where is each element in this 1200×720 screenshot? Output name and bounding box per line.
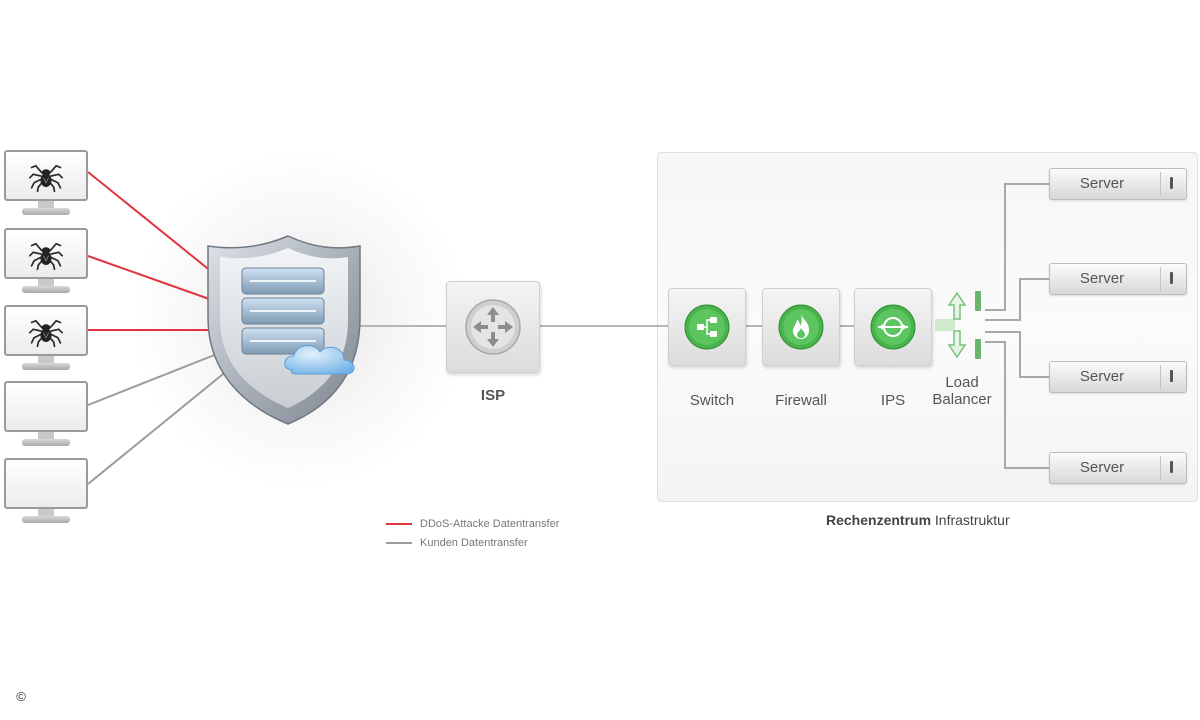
server-line-1: [985, 183, 1049, 311]
server-indicator: [1170, 272, 1173, 284]
server-indicator: [1170, 177, 1173, 189]
server-unit: Server: [1049, 361, 1187, 393]
attack-line-2: [87, 255, 213, 301]
attacker-computer: [4, 305, 88, 375]
customer-computer: [4, 381, 88, 451]
monitor-neck: [38, 279, 54, 287]
switch-icon: [684, 304, 730, 350]
spider-icon: [29, 242, 63, 270]
server-label: Server: [1079, 459, 1125, 476]
isp-router: [446, 281, 540, 373]
legend-label-attack: DDoS-Attacke Datentransfer: [420, 517, 560, 530]
server-slot: [1160, 456, 1182, 480]
server-slot: [1160, 172, 1182, 196]
switch-device: [668, 288, 746, 366]
server-slot: [1160, 267, 1182, 291]
monitor-base: [22, 363, 70, 370]
monitor-base: [22, 286, 70, 293]
attacker-computer: [4, 228, 88, 298]
ips-label: IPS: [880, 392, 906, 409]
server-unit: Server: [1049, 168, 1187, 200]
monitor-base: [22, 439, 70, 446]
ips-icon: [870, 304, 916, 350]
monitor-neck: [38, 356, 54, 364]
firewall-label: Firewall: [775, 392, 827, 409]
datacenter-caption-normal: Infrastruktur: [934, 512, 1010, 528]
monitor-screen: [4, 228, 88, 279]
router-icon: [465, 299, 521, 355]
spider-icon: [29, 319, 63, 347]
monitor-screen: [4, 458, 88, 509]
attack-line-1: [87, 171, 213, 273]
flame-icon: [778, 304, 824, 350]
load-balancer-label: Load Balancer: [920, 374, 1004, 408]
customer-line-1: [87, 351, 223, 406]
switch-label: Switch: [689, 392, 735, 409]
server-slot: [1160, 365, 1182, 389]
server-indicator: [1170, 461, 1173, 473]
load-balancer-label-line2: Balancer: [932, 391, 992, 408]
spider-icon: [29, 164, 63, 192]
firewall-device: [762, 288, 840, 366]
server-label: Server: [1079, 368, 1125, 385]
copyright-mark: ©: [16, 689, 26, 704]
server-unit: Server: [1049, 263, 1187, 295]
legend-item-attack: DDoS-Attacke Datentransfer: [386, 514, 559, 533]
ips-device: [854, 288, 932, 366]
load-balancer-label-line1: Load: [945, 374, 979, 391]
monitor-base: [22, 516, 70, 523]
legend-item-customer: Kunden Datentransfer: [386, 533, 559, 552]
datacenter-caption-bold: Rechenzentrum: [826, 512, 932, 528]
server-label: Server: [1079, 270, 1125, 287]
monitor-screen: [4, 305, 88, 356]
legend-swatch-customer: [386, 541, 412, 544]
server-label: Server: [1079, 175, 1125, 192]
legend-swatch-attack: [386, 522, 412, 525]
customer-computer: [4, 458, 88, 528]
datacenter-caption: Rechenzentrum Infrastruktur: [826, 512, 1010, 528]
monitor-neck: [38, 432, 54, 440]
monitor-screen: [4, 381, 88, 432]
customer-line-2: [87, 369, 229, 485]
legend: DDoS-Attacke Datentransfer Kunden Datent…: [386, 514, 559, 552]
server-indicator: [1170, 370, 1173, 382]
monitor-neck: [38, 509, 54, 517]
monitor-neck: [38, 201, 54, 209]
server-unit: Server: [1049, 452, 1187, 484]
shield-server-cloud-icon: [207, 235, 361, 425]
server-line-2: [985, 278, 1049, 321]
server-line-3: [985, 331, 1049, 378]
monitor-screen: [4, 150, 88, 201]
isp-label: ISP: [480, 387, 506, 404]
legend-label-customer: Kunden Datentransfer: [420, 536, 528, 549]
load-balancer-icon: [935, 291, 981, 359]
attacker-computer: [4, 150, 88, 220]
server-line-4: [985, 341, 1049, 469]
monitor-base: [22, 208, 70, 215]
